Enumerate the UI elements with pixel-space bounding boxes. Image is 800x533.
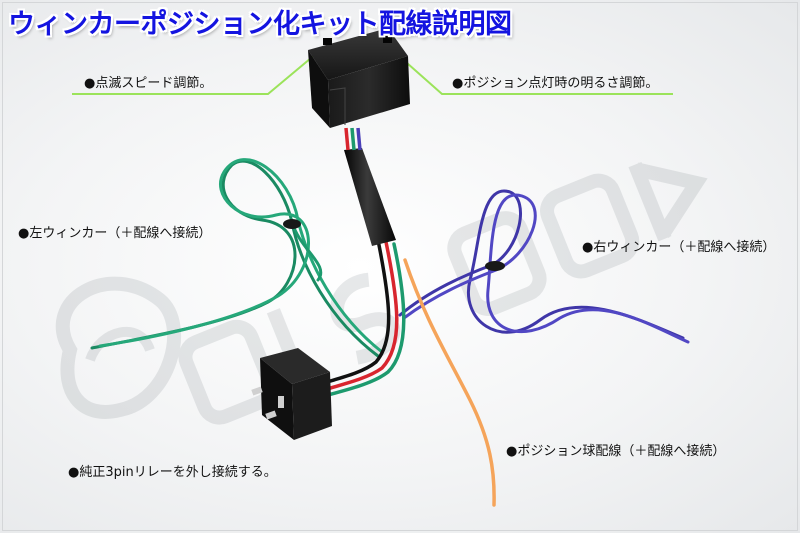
leader-line-blink [72,47,324,95]
orange-wire [403,258,496,507]
brightness-adjust-screw [383,36,392,43]
label-position-brightness-adjust: ●ポジション点灯時の明るさ調節。 [452,76,659,91]
tube-wires-top [344,127,362,151]
watermark-helmet-logo-icon [56,276,182,419]
relay-leads [316,238,406,400]
green-wire-bundle [90,158,384,358]
label-left-turn-signal: ●左ウィンカー（＋配線へ接続） [18,226,212,241]
label-position-bulb-wire: ●ポジション球配線（＋配線へ接続） [506,444,726,459]
heat-shrink-tube [344,148,396,246]
blink-adjust-screw [323,38,332,45]
relay-connector-icon [251,348,332,440]
control-box-icon [308,28,410,128]
page-title: ウィンカーポジション化キット配線説明図 [8,9,512,40]
label-blink-speed-adjust: ●点滅スピード調節。 [84,76,213,91]
label-right-turn-signal: ●右ウィンカー（＋配線へ接続） [582,240,776,255]
label-relay-replacement: ●純正3pinリレーを外し接続する。 [68,465,277,480]
cable-ties [283,219,505,271]
